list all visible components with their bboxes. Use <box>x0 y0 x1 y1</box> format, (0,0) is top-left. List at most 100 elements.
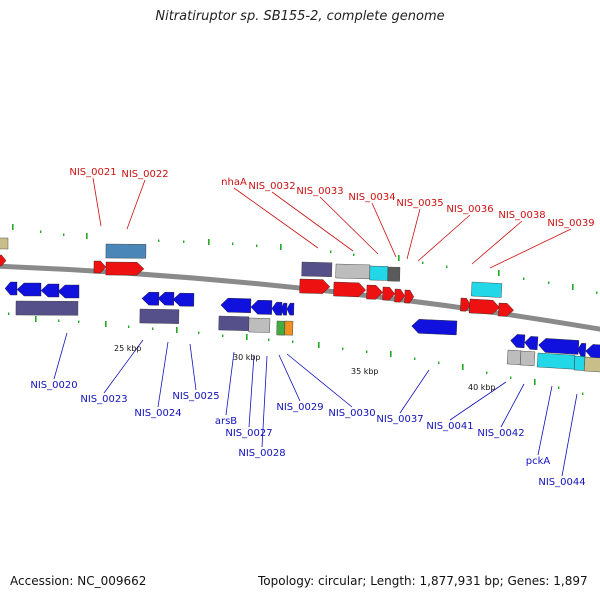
gene-label: NIS_0037 <box>376 414 423 425</box>
gene-arrow-forward <box>469 298 500 315</box>
gc-tick <box>232 242 234 245</box>
leader-line <box>103 339 144 394</box>
gc-tick <box>292 340 294 343</box>
leader-line <box>561 393 578 477</box>
gene-label: NIS_0024 <box>134 408 181 419</box>
gene-label: NIS_0027 <box>225 428 272 439</box>
gene-label: NIS_0036 <box>446 204 493 215</box>
gc-tick <box>582 392 584 395</box>
gc-tick <box>208 239 210 245</box>
leader-line <box>286 353 353 408</box>
leader-line <box>371 202 397 258</box>
gc-tick <box>446 265 448 268</box>
gene-label: NIS_0039 <box>547 218 594 229</box>
gene-cog-box <box>276 320 286 336</box>
gc-tick <box>353 253 355 256</box>
leader-line <box>271 191 354 252</box>
leader-line <box>157 341 169 408</box>
gene-cog-box <box>536 352 576 370</box>
topology-text: Topology: circular; Length: 1,877,931 bp… <box>258 574 588 588</box>
gene-label: NIS_0030 <box>328 408 375 419</box>
leader-line <box>92 177 102 227</box>
gene-label: NIS_0023 <box>80 394 127 405</box>
gene-arrow-forward <box>498 302 514 317</box>
leader-line <box>248 354 255 428</box>
gene-cog-box <box>248 317 271 333</box>
gc-tick <box>523 277 525 280</box>
leader-line <box>319 196 379 255</box>
gene-arrow-forward <box>382 286 396 301</box>
leader-line <box>406 208 421 260</box>
gc-tick <box>8 312 10 315</box>
gene-arrow-reverse <box>141 291 160 306</box>
gc-tick <box>78 320 80 323</box>
gc-tick <box>12 224 14 230</box>
gc-tick <box>158 239 160 242</box>
leader-line <box>471 220 523 265</box>
gc-tick <box>40 230 42 233</box>
gc-tick <box>222 334 224 337</box>
gc-tick <box>256 244 258 247</box>
gc-tick <box>486 371 488 374</box>
gc-tick <box>390 351 392 357</box>
gc-tick <box>268 338 270 341</box>
gene-arrow-forward <box>404 289 415 304</box>
gene-cog-box <box>105 243 147 259</box>
gene-cog-box <box>471 281 503 298</box>
scale-label: 35 kbp <box>351 367 379 376</box>
leader-line <box>489 228 572 269</box>
gc-tick <box>128 325 130 328</box>
leader-line <box>53 332 68 380</box>
leader-line <box>449 381 507 421</box>
gene-cog-box <box>387 266 401 282</box>
gc-tick <box>534 379 536 385</box>
leader-lines <box>53 177 578 477</box>
gc-tick <box>414 357 416 360</box>
leader-line <box>261 355 268 448</box>
gene-arrow-forward <box>105 261 145 276</box>
scale-label: 40 kbp <box>468 383 496 392</box>
gene-cog-box <box>284 320 294 336</box>
gene-cog-box <box>218 315 250 331</box>
leader-line <box>399 369 430 414</box>
gc-tick <box>152 327 154 330</box>
gene-label: NIS_0021 <box>69 167 116 178</box>
gene-label: NIS_0034 <box>348 192 395 203</box>
gene-arrow-reverse <box>411 319 458 336</box>
backbone <box>0 263 600 332</box>
gene-label: NIS_0025 <box>172 391 219 402</box>
gc-tick <box>398 255 400 261</box>
gene-cog-box <box>519 350 536 367</box>
gc-tick <box>63 233 65 236</box>
gc-tick <box>366 350 368 353</box>
gene-label: arsB <box>215 416 237 427</box>
gene-label: NIS_0032 <box>248 181 295 192</box>
gene-label: NIS_0042 <box>477 428 524 439</box>
gene-label: NIS_0038 <box>498 210 545 221</box>
gene-arrow-forward <box>394 288 406 303</box>
accession-text: Accession: NC_009662 <box>10 574 147 588</box>
gene-label: NIS_0033 <box>296 186 343 197</box>
gc-tick <box>86 233 88 239</box>
gc-tick <box>510 376 512 379</box>
leader-line <box>417 214 471 262</box>
gc-tick <box>596 291 598 294</box>
gene-label: NIS_0028 <box>238 448 285 459</box>
gene-cog-box <box>0 237 9 250</box>
gc-tick <box>548 281 550 284</box>
gene-label: pckA <box>526 456 551 467</box>
gene-arrow-reverse <box>538 338 580 355</box>
gc-tick <box>438 361 440 364</box>
gene-cog-box <box>139 308 180 324</box>
gene-label: NIS_0020 <box>30 380 77 391</box>
gene-cog-box <box>573 355 586 371</box>
gene-arrow-reverse <box>280 302 288 316</box>
feature-layer <box>0 237 600 373</box>
gene-arrow-reverse <box>40 283 60 298</box>
gene-arrow-reverse <box>286 302 295 316</box>
gene-arrow-forward <box>333 281 367 298</box>
leader-line <box>225 351 235 416</box>
leader-line <box>500 383 525 428</box>
leader-line <box>189 343 197 391</box>
gc-tick <box>105 321 107 327</box>
